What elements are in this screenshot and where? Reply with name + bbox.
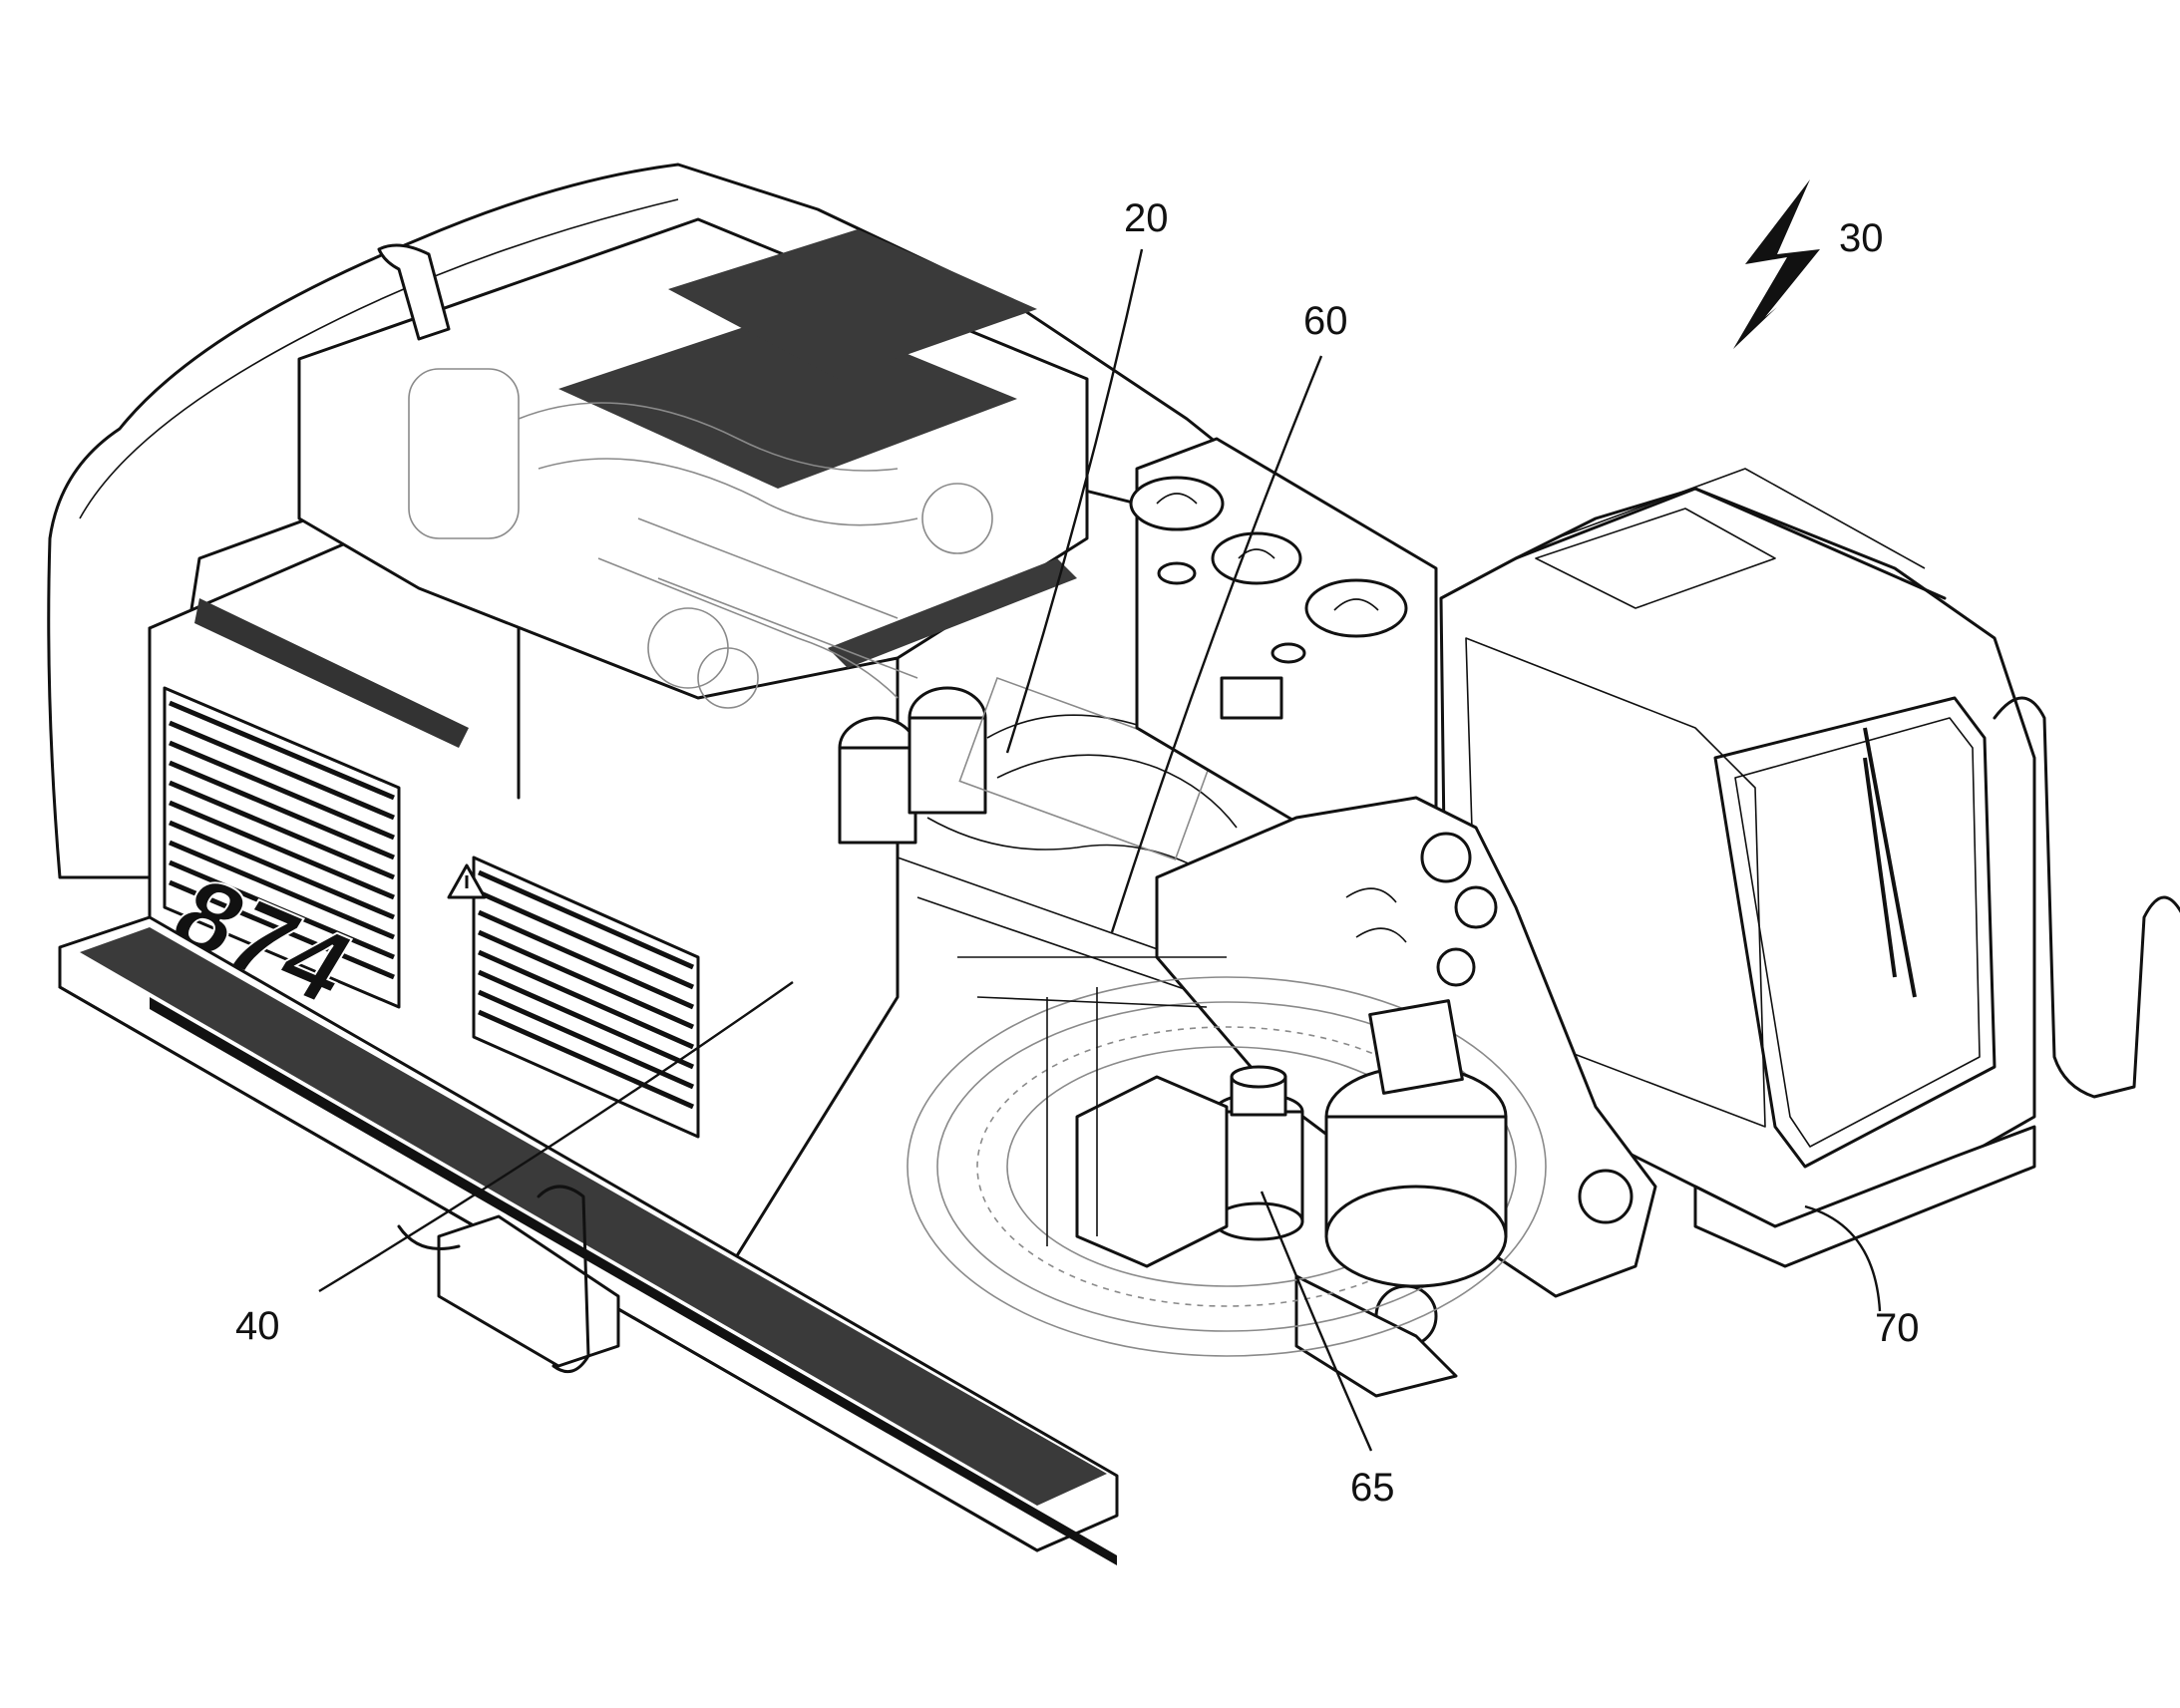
swing-gearbox	[1324, 999, 1508, 1288]
right-radiator-grille	[472, 855, 700, 1139]
hydraulic-control-block	[957, 956, 1229, 1268]
label-20: 20	[1124, 196, 1169, 240]
label-60: 60	[1303, 299, 1348, 343]
label-70: 70	[1875, 1306, 1920, 1350]
swing-drive-motor	[1213, 1065, 1304, 1241]
engine-top-covers	[297, 217, 1089, 709]
label-65: 65	[1350, 1466, 1395, 1510]
label-30: 30	[1839, 216, 1884, 260]
leader-20	[1005, 248, 1144, 754]
lightning-bolt-icon	[1733, 179, 1820, 349]
leader-70	[1804, 1204, 1882, 1312]
operator-cab	[1439, 468, 2180, 1268]
leader-40	[318, 981, 794, 1293]
walkway-step-grating	[58, 915, 1119, 1565]
rear-step-ladder	[397, 1185, 620, 1374]
leader-65	[1260, 1191, 1373, 1452]
label-40: 40	[235, 1304, 280, 1348]
warning-triangle-icon	[447, 863, 487, 899]
leader-60	[1110, 355, 1323, 933]
left-radiator-grille	[163, 686, 401, 1009]
tank-compartment	[1129, 437, 1438, 859]
engine-internals	[408, 368, 993, 709]
hydraulic-pump-assembly	[838, 676, 1238, 1008]
reference-leaders	[318, 248, 1882, 1452]
